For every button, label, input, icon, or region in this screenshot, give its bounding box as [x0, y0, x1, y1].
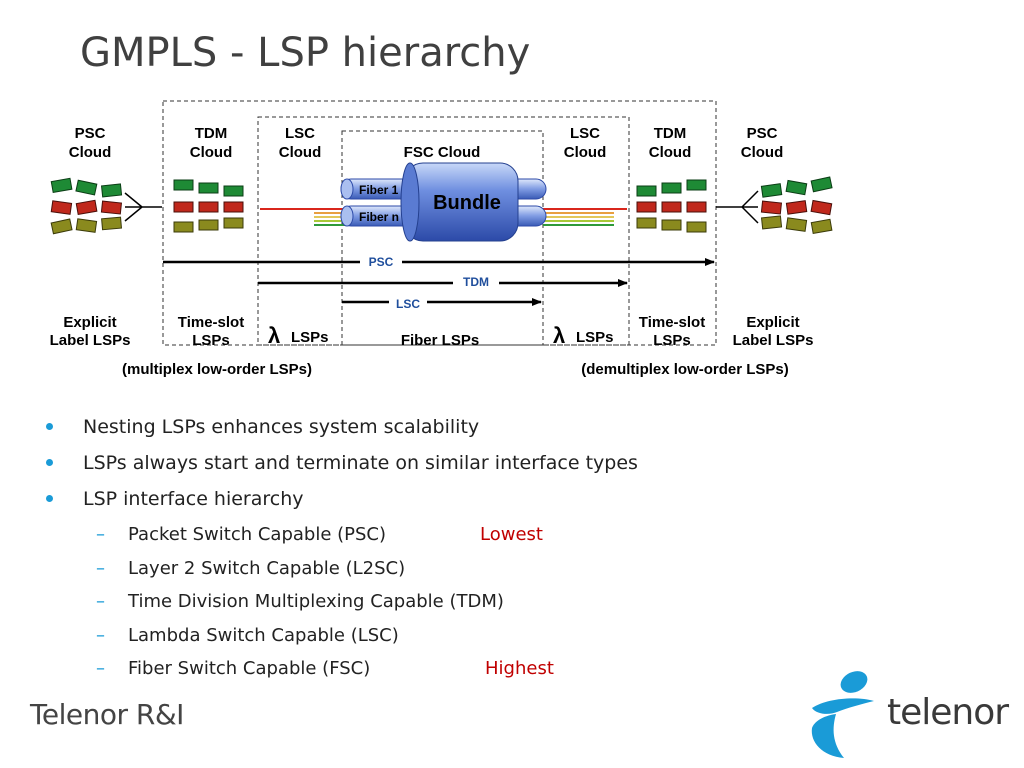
lsp-label-text: LSPs	[291, 329, 329, 346]
bullet-dot-icon	[46, 423, 53, 430]
lsc-arrow-label: LSC	[396, 297, 420, 311]
lsp-label-line1: Explicit	[63, 314, 116, 331]
sub-bullet-text: Layer 2 Switch Capable (L2SC)	[128, 557, 406, 579]
psc-lsp-arrow: PSC	[163, 253, 715, 270]
cloud-label-line2: Cloud	[279, 144, 322, 161]
cloud-label-line1: PSC	[747, 125, 778, 142]
left-psc-packets-icon	[50, 177, 162, 235]
cloud-label-line2: Cloud	[741, 144, 784, 161]
bullet-text: LSPs always start and terminate on simil…	[83, 452, 638, 474]
right-lambda-lines-icon	[543, 208, 627, 226]
dash-icon: –	[96, 624, 105, 646]
logo-text: telenor	[887, 692, 1009, 733]
cloud-label-line1: LSC	[570, 125, 600, 142]
lsp-label-line2: LSPs	[653, 332, 691, 349]
lsc-lsp-arrow: LSC	[342, 295, 542, 312]
telenor-logo: telenor	[792, 668, 1009, 764]
footer-text: Telenor R&I	[30, 698, 184, 731]
bullet-dot-icon	[46, 495, 53, 502]
bullet-list: Nesting LSPs enhances system scalability…	[46, 414, 946, 690]
lsp-type-labels: Explicit Label LSPs Time-slot LSPs λ LSP…	[50, 314, 814, 349]
lsp-label-line1: Time-slot	[639, 314, 705, 331]
sub-bullet-item: – Time Division Multiplexing Capable (TD…	[46, 589, 946, 623]
lsp-label-line1: Time-slot	[178, 314, 244, 331]
sub-bullet-note: Lowest	[480, 524, 543, 545]
lsp-label-line1: Explicit	[746, 314, 799, 331]
dash-icon: –	[96, 557, 105, 579]
fiber-n-label: Fiber n	[359, 210, 399, 224]
bullet-item: Nesting LSPs enhances system scalability	[46, 414, 946, 450]
lsp-hierarchy-diagram: PSC Cloud TDM Cloud LSC Cloud FSC Cloud …	[50, 100, 833, 378]
left-lambda-lines-icon	[260, 208, 345, 226]
slide-title: GMPLS - LSP hierarchy	[80, 30, 531, 76]
sub-bullet-text: Time Division Multiplexing Capable (TDM)	[128, 591, 504, 612]
cloud-label-line1: LSC	[285, 125, 315, 142]
multiplex-note: (multiplex low-order LSPs)	[122, 361, 312, 378]
right-tdm-timeslots-icon	[636, 179, 707, 233]
sub-bullet-text: Lambda Switch Capable (LSC)	[128, 624, 399, 646]
bullet-text: Nesting LSPs enhances system scalability	[83, 416, 480, 438]
bullet-item: LSP interface hierarchy	[46, 486, 946, 522]
cloud-label-line1: PSC	[75, 125, 106, 142]
bullet-dot-icon	[46, 459, 53, 466]
right-psc-packets-icon	[716, 176, 833, 235]
sub-bullet-item: – Packet Switch Capable (PSC) Lowest	[46, 522, 946, 556]
dash-icon: –	[96, 524, 105, 545]
lsp-label-line2: LSPs	[192, 332, 230, 349]
telenor-logo-icon	[811, 671, 874, 758]
sub-bullet-note: Highest	[485, 658, 554, 679]
left-tdm-timeslots-icon	[173, 179, 244, 233]
sub-bullet-item: – Fiber Switch Capable (FSC) Highest	[46, 656, 946, 690]
fiber-bundle-icon	[340, 162, 547, 242]
cloud-label-line1: TDM	[195, 125, 228, 142]
cloud-labels: PSC Cloud TDM Cloud LSC Cloud FSC Cloud …	[69, 125, 784, 161]
sub-bullet-item: – Lambda Switch Capable (LSC)	[46, 623, 946, 657]
dash-icon: –	[96, 658, 105, 679]
sub-bullet-item: – Layer 2 Switch Capable (L2SC)	[46, 556, 946, 590]
bundle-label: Bundle	[433, 192, 501, 214]
demultiplex-note: (demultiplex low-order LSPs)	[581, 361, 789, 378]
fiber-1-label: Fiber 1	[359, 183, 399, 197]
lsc-lsp-boundary	[341, 130, 544, 346]
cloud-label-line2: Cloud	[564, 144, 607, 161]
dash-icon: –	[96, 591, 105, 612]
cloud-label-line1: TDM	[654, 125, 687, 142]
cloud-label-line2: Cloud	[190, 144, 233, 161]
lambda-symbol: λ	[268, 323, 280, 348]
lsp-label-line1: Fiber LSPs	[401, 332, 479, 349]
cloud-label-line1: FSC Cloud	[404, 144, 481, 161]
bullet-item: LSPs always start and terminate on simil…	[46, 450, 946, 486]
sub-bullet-text: Packet Switch Capable (PSC)	[128, 524, 387, 545]
sub-bullet-text: Fiber Switch Capable (FSC)	[128, 658, 371, 679]
bullet-text: LSP interface hierarchy	[83, 488, 304, 510]
tdm-arrow-label: TDM	[463, 275, 489, 289]
lambda-symbol: λ	[553, 323, 565, 348]
lsp-label-line2: Label LSPs	[50, 332, 131, 349]
tdm-lsp-arrow: TDM	[258, 274, 628, 291]
cloud-label-line2: Cloud	[649, 144, 692, 161]
lsp-label-text: LSPs	[576, 329, 614, 346]
psc-arrow-label: PSC	[369, 255, 394, 269]
cloud-label-line2: Cloud	[69, 144, 112, 161]
lsp-label-line2: Label LSPs	[733, 332, 814, 349]
